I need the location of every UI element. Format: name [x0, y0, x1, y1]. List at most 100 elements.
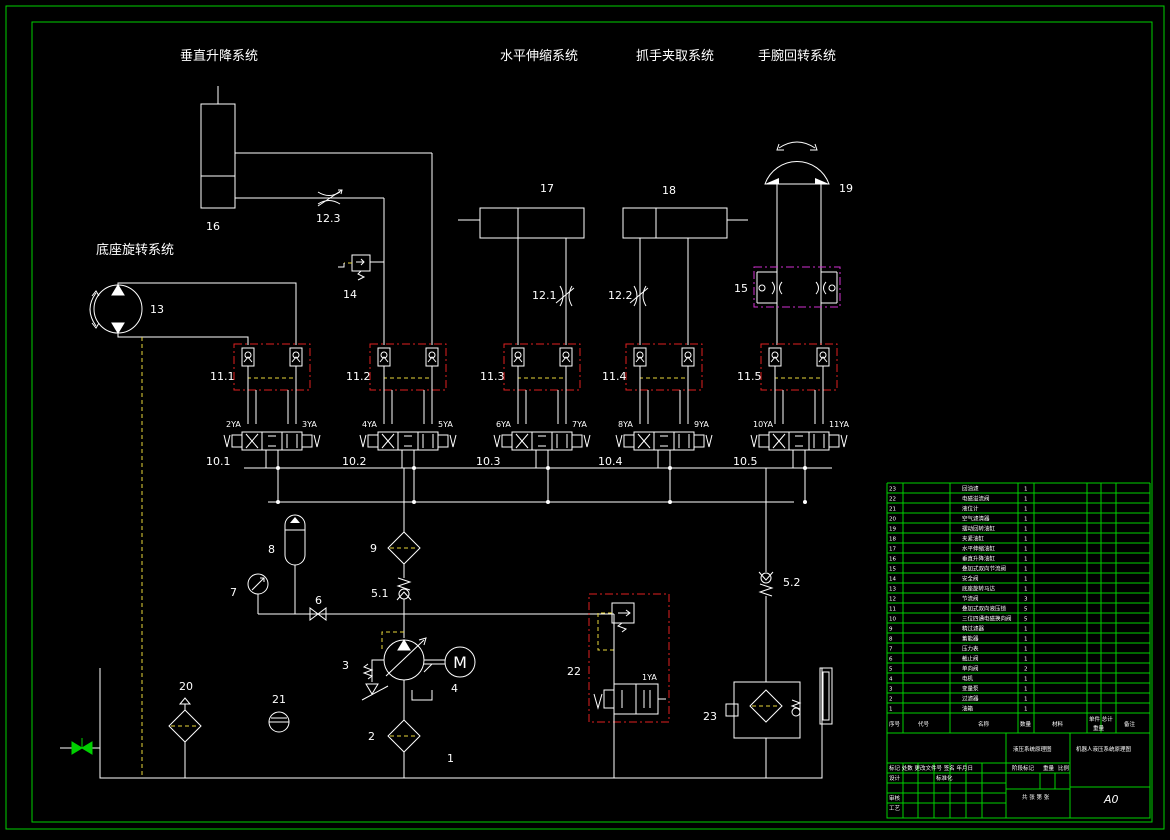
valve-cell-right — [551, 431, 573, 451]
lock-seat — [561, 356, 571, 363]
valve-cell-center — [261, 431, 283, 451]
title-block: 液压系统原理图机器人液压系统原理图标记 处数 更改文件号 签名 年月日设计标准化… — [886, 732, 1151, 819]
bom-name: 夹紧油缸 — [962, 535, 985, 543]
label-4: 4 — [451, 682, 458, 695]
tb-weight: 重量 — [1043, 764, 1055, 772]
label-10-3: 10.3 — [476, 455, 501, 468]
bom-no: 6 — [889, 657, 893, 663]
label-10-1: 10.1 — [206, 455, 231, 468]
lock-seat — [635, 356, 645, 363]
motor-symbol: M — [453, 653, 467, 672]
bom-name: 水平伸缩油缸 — [962, 545, 996, 553]
throttle-valve-12-3 — [317, 189, 343, 207]
bom-no: 20 — [889, 517, 896, 523]
bom-qty: 2 — [1024, 667, 1028, 673]
tb-project-name: 机器人液压系统原理图 — [1076, 745, 1132, 753]
pressure-gauge-7 — [247, 573, 269, 614]
bom-name: 节流阀 — [962, 595, 979, 603]
inner-frame — [31, 21, 1153, 823]
label-14: 14 — [343, 288, 357, 301]
spring-right — [840, 434, 848, 448]
valve-cell-center — [531, 431, 553, 451]
bom-name: 电磁溢流阀 — [962, 495, 990, 503]
label-10-2: 10.2 — [342, 455, 367, 468]
bom-h-name: 名称 — [978, 720, 990, 728]
lock-pilot — [517, 370, 567, 379]
label-18: 18 — [662, 184, 676, 197]
variable-pump-3 — [361, 631, 445, 720]
label-12-3: 12.3 — [316, 212, 341, 225]
bom-name: 空气滤清器 — [962, 515, 990, 523]
bom-qty: 1 — [1024, 487, 1028, 493]
safety-valve-14 — [338, 254, 384, 281]
lock-seat — [427, 356, 437, 363]
bom-qty: 5 — [1024, 607, 1028, 613]
flow-cross — [772, 433, 786, 449]
tb-stage-mark: 阶段标记 — [1012, 764, 1035, 772]
label-2: 2 — [368, 730, 375, 743]
lock-frame — [369, 343, 447, 391]
bom-h-weight: 单件 总计 — [1089, 715, 1113, 723]
bom-name: 单向阀 — [962, 665, 979, 673]
label-1ya: 1YA — [642, 673, 657, 682]
title-horizontal-extend: 水平伸缩系统 — [500, 48, 578, 64]
label-21: 21 — [272, 693, 286, 706]
bom-no: 10 — [889, 617, 896, 623]
label-12-2: 12.2 — [608, 289, 633, 302]
label-17: 17 — [540, 182, 554, 195]
lock-seat — [379, 356, 389, 363]
lock-ball — [244, 351, 252, 359]
level-gauge-21 — [268, 711, 290, 733]
label-11-1: 11.1 — [210, 370, 235, 383]
lock-pilot — [247, 370, 297, 379]
bom-qty: 1 — [1024, 587, 1028, 593]
bom-no: 18 — [889, 537, 896, 543]
label-11-4: 11.4 — [602, 370, 627, 383]
bom-no: 23 — [889, 487, 896, 493]
label-10-4: 10.4 — [598, 455, 623, 468]
lock-ball — [562, 351, 570, 359]
electro-relief-valve-22 — [588, 593, 670, 778]
bom-name: 过滤器 — [962, 695, 979, 703]
title-frame — [886, 732, 1151, 819]
lock-frame — [233, 343, 311, 391]
bom-name: 液位计 — [962, 505, 979, 513]
label-11-3: 11.3 — [480, 370, 505, 383]
bom-no: 19 — [889, 527, 896, 533]
label-ya6: 6YA — [496, 420, 511, 429]
label-ya3: 3YA — [302, 420, 317, 429]
bom-no: 22 — [889, 497, 896, 503]
bom-h-seq: 序号 — [889, 720, 901, 728]
spring-right — [705, 434, 713, 448]
bom-name: 垂直升降油缸 — [962, 555, 996, 563]
bom-no: 16 — [889, 557, 896, 563]
lock-pilot — [774, 370, 824, 379]
bom-no: 7 — [889, 647, 893, 653]
solenoid-left — [758, 434, 770, 448]
air-filter-20 — [168, 697, 202, 778]
suction-filter-2 — [387, 719, 421, 778]
valve-cell-right — [673, 431, 695, 451]
spring-right — [313, 434, 321, 448]
lock-ball — [819, 351, 827, 359]
lock-seat — [243, 356, 253, 363]
bom-name: 底座旋转马达 — [962, 585, 996, 593]
solenoid-right — [571, 434, 583, 448]
label-7: 7 — [230, 586, 237, 599]
label-23: 23 — [703, 710, 717, 723]
title-wrist-rotate: 手腕回转系统 — [758, 48, 836, 64]
bom-name: 叠加式双向液压锁 — [962, 605, 1007, 613]
tb-sheet-size: A0 — [1103, 793, 1119, 806]
lock-ball — [636, 351, 644, 359]
vertical-lift-cylinder — [200, 86, 432, 209]
throttle-valve-12-1 — [555, 285, 575, 307]
label-5-2: 5.2 — [783, 576, 801, 589]
lock-ball — [380, 351, 388, 359]
bom-no: 13 — [889, 587, 896, 593]
base-rotation-motor — [89, 282, 297, 778]
